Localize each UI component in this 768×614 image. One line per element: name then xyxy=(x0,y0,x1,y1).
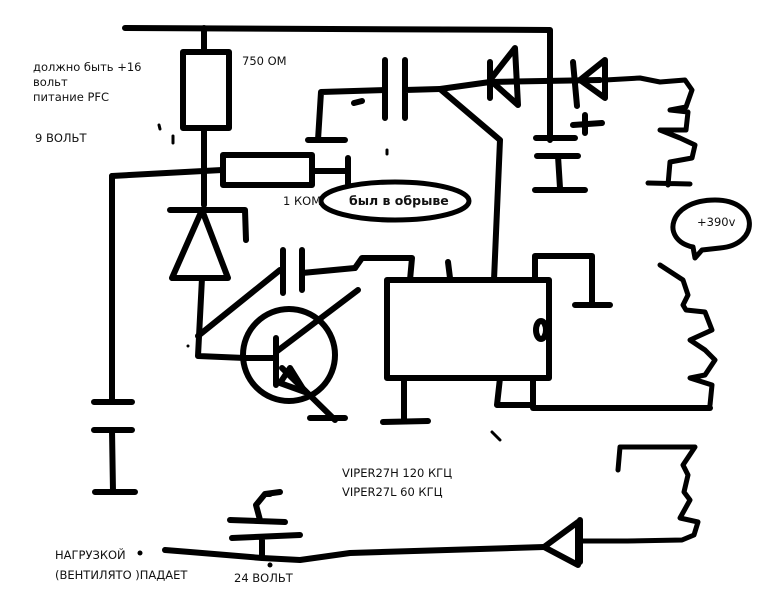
label-390v: +390v xyxy=(697,215,736,229)
label-24-volt: 24 ВОЛЬТ xyxy=(234,571,293,585)
output-terminal xyxy=(137,550,143,556)
transformer-winding-output xyxy=(577,444,701,544)
label-9-volt: 9 ВОЛЬТ xyxy=(35,131,87,145)
diode-top-1 xyxy=(487,45,521,108)
ic-viper27 xyxy=(384,277,552,381)
bubble-390v xyxy=(670,197,752,261)
plus-sign xyxy=(570,112,605,136)
wire-to-ic xyxy=(352,255,415,283)
capacitor-left xyxy=(91,399,138,495)
bubble-was-open xyxy=(318,179,472,223)
wire-diode-to-transistor xyxy=(195,275,248,361)
label-1-kohm: 1 КОМ xyxy=(283,194,322,208)
transformer-winding-mid xyxy=(657,262,718,408)
transistor-base xyxy=(242,335,279,388)
wire-r1k-right xyxy=(309,155,351,187)
resistor-750-ohm xyxy=(180,49,232,131)
note-line-3: питание PFC xyxy=(33,90,110,104)
wire-output-line xyxy=(162,544,547,563)
diode-output xyxy=(541,517,583,568)
label-load-2: (ВЕНТИЛЯТО )ПАДАЕТ xyxy=(55,568,188,582)
ic-notch xyxy=(533,318,549,342)
capacitor-mid xyxy=(280,247,358,296)
capacitor-output xyxy=(227,489,303,561)
label-viper27h: VIPER27H 120 КГЦ xyxy=(342,466,453,480)
diode-top-2 xyxy=(570,57,608,109)
note-should-be-16v: должно быть +16 вольт питание PFC xyxy=(33,60,141,105)
label-was-open: был в обрыве xyxy=(349,193,449,208)
note-line-1: должно быть +16 xyxy=(33,60,142,74)
label-viper27l: VIPER27L 60 КГЦ xyxy=(342,485,443,499)
diode-vertical xyxy=(167,207,249,281)
ic-pin-top xyxy=(445,259,453,281)
wire-top-left-stub xyxy=(305,98,365,143)
note-line-2: вольт xyxy=(33,75,68,89)
arrow-mark xyxy=(267,562,273,568)
capacitor-top xyxy=(382,57,443,121)
wire-top-cap-left xyxy=(315,87,388,143)
resistor-1-kohm xyxy=(220,152,315,188)
ic-pin-bottom-left xyxy=(380,375,431,425)
wire-cap-diagonal xyxy=(195,267,283,339)
ic-pin-bottom-right xyxy=(494,375,536,408)
label-load-1: НАГРУЗКОЙ xyxy=(55,548,126,562)
transistor-emitter-arrow xyxy=(277,365,308,395)
transformer-winding-top xyxy=(602,75,698,188)
capacitor-electrolytic xyxy=(532,77,588,193)
wire-diagonal-to-ic xyxy=(437,86,503,283)
transistor-body xyxy=(240,306,338,404)
transistor-collector xyxy=(273,287,361,355)
ic-pin-right-top xyxy=(532,253,613,308)
wire-left-rail-to-r1k xyxy=(109,167,225,179)
stray-marks xyxy=(157,123,502,442)
transistor-emitter xyxy=(279,365,348,423)
label-750-ohm: 750 ОМ xyxy=(242,54,287,68)
